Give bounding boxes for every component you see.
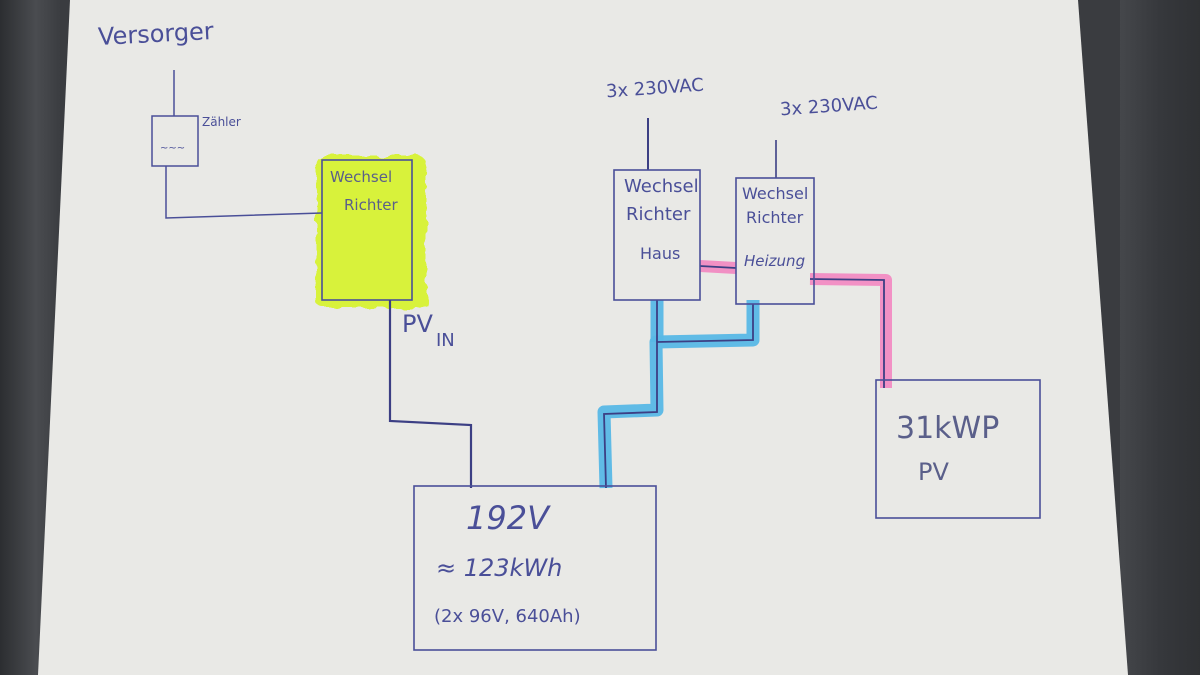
- house-heating-ac-line: [699, 265, 737, 269]
- house-inverter-line2: Richter: [626, 204, 691, 225]
- meter-label: Zähler: [202, 115, 241, 129]
- pv-in-line: [388, 300, 473, 488]
- battery-voltage: 192V: [466, 499, 549, 537]
- paper-sheet: [38, 0, 1128, 675]
- pv-array-label: PV: [918, 458, 949, 486]
- meter-display: ~~~: [160, 143, 186, 154]
- grid-inverter-line1: Wechsel: [330, 168, 393, 186]
- house-inverter-line3: Haus: [640, 244, 681, 263]
- house-inverter-line1: Wechsel: [624, 176, 699, 197]
- heating-dc-line: [656, 304, 754, 343]
- pv-input-label: PV: [402, 310, 433, 338]
- meter-box: [151, 115, 199, 167]
- pv-array-box: [875, 379, 1041, 519]
- house-inverter-box: [613, 169, 701, 301]
- battery-config: (2x 96V, 640Ah): [434, 606, 581, 627]
- heating-inverter-line1: Wechsel: [742, 184, 809, 203]
- grid-inverter-box: [321, 159, 413, 301]
- grid-inverter-highlight: [316, 156, 426, 308]
- table-surface-right: [1120, 0, 1200, 675]
- heating-inverter-line3: Heizung: [744, 252, 806, 270]
- pv-input-subscript: IN: [436, 330, 455, 351]
- battery-capacity: ≈ 123kWh: [436, 554, 563, 582]
- supplier-label: Versorger: [97, 16, 215, 52]
- meter-to-inverter-line: [165, 166, 323, 219]
- pv-array-line: [809, 278, 885, 388]
- battery-box: [413, 485, 657, 651]
- pv-array-power: 31kWP: [896, 411, 1000, 446]
- battery-dc-line: [603, 300, 658, 489]
- heating-inverter-line2: Richter: [746, 208, 804, 227]
- heating-inverter-box: [735, 177, 815, 305]
- grid-inverter-line2: Richter: [344, 196, 398, 214]
- paper-shading: [38, 0, 1128, 675]
